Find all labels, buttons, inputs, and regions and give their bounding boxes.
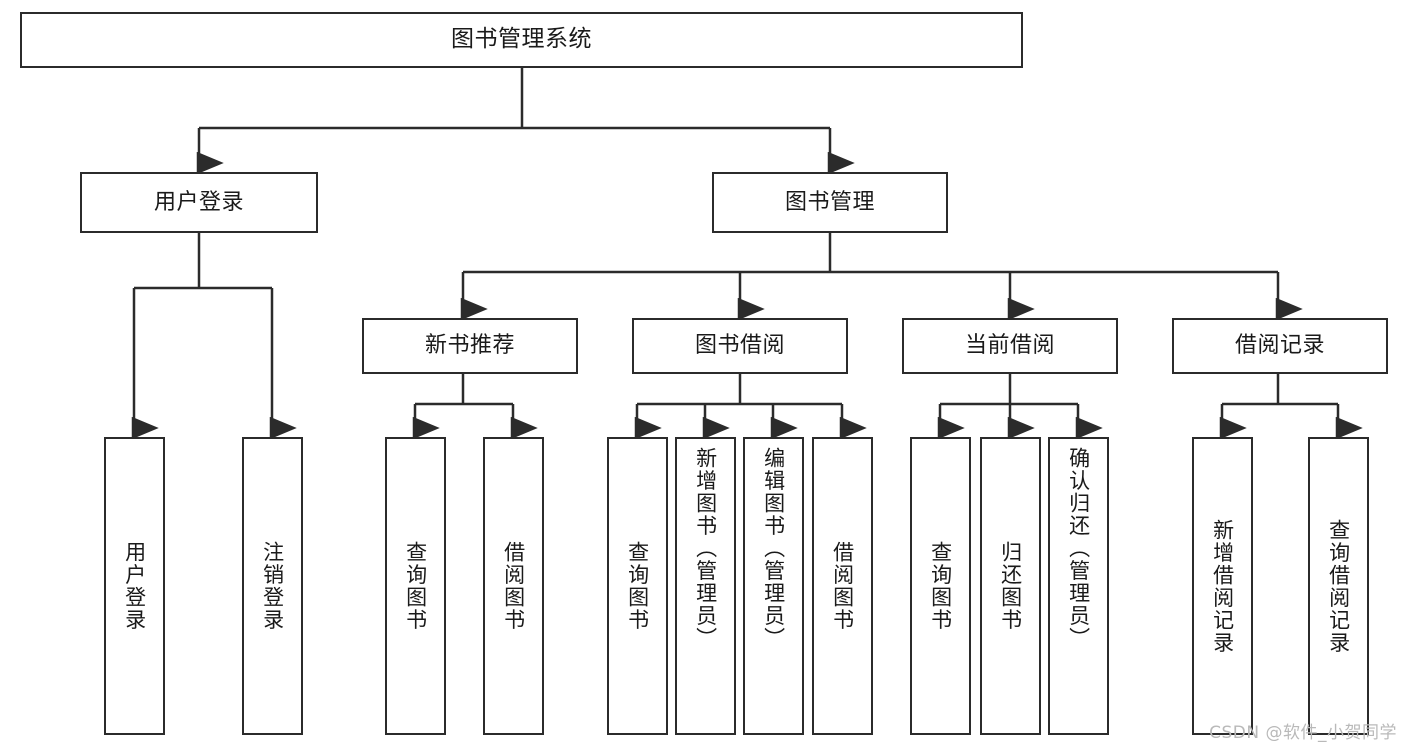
node-book-manage[interactable]: 图书管理 xyxy=(712,172,948,233)
node-book-borrow[interactable]: 图书借阅 xyxy=(632,318,848,374)
node-leaf-edit-book-label: 编辑图书（管理员） xyxy=(761,447,786,650)
node-leaf-query-book-2[interactable]: 查询图书 xyxy=(607,437,668,735)
node-leaf-query-book-2-label: 查询图书 xyxy=(625,541,650,631)
node-leaf-user-login-label: 用户登录 xyxy=(122,541,147,631)
node-book-manage-label: 图书管理 xyxy=(784,189,875,215)
node-root-system[interactable]: 图书管理系统 xyxy=(20,12,1023,68)
node-new-book-recommend[interactable]: 新书推荐 xyxy=(362,318,578,374)
node-leaf-query-book-1-label: 查询图书 xyxy=(403,541,428,631)
node-user-login[interactable]: 用户登录 xyxy=(80,172,318,233)
node-leaf-return-book[interactable]: 归还图书 xyxy=(980,437,1041,735)
node-leaf-add-record-label: 新增借阅记录 xyxy=(1210,518,1235,654)
node-leaf-borrow-book-1[interactable]: 借阅图书 xyxy=(483,437,544,735)
node-leaf-query-record[interactable]: 查询借阅记录 xyxy=(1308,437,1369,735)
node-leaf-edit-book[interactable]: 编辑图书（管理员） xyxy=(743,437,804,735)
node-leaf-add-book[interactable]: 新增图书（管理员） xyxy=(675,437,736,735)
node-leaf-query-record-label: 查询借阅记录 xyxy=(1326,518,1351,654)
node-borrow-record[interactable]: 借阅记录 xyxy=(1172,318,1388,374)
node-leaf-return-book-label: 归还图书 xyxy=(998,541,1023,631)
node-leaf-query-book-1[interactable]: 查询图书 xyxy=(385,437,446,735)
node-leaf-borrow-book-2-label: 借阅图书 xyxy=(830,541,855,631)
node-leaf-borrow-book-2[interactable]: 借阅图书 xyxy=(812,437,873,735)
node-borrow-record-label: 借阅记录 xyxy=(1234,333,1325,359)
node-new-book-recommend-label: 新书推荐 xyxy=(424,333,515,359)
node-leaf-user-logout[interactable]: 注销登录 xyxy=(242,437,303,735)
node-current-borrow[interactable]: 当前借阅 xyxy=(902,318,1118,374)
csdn-watermark: CSDN @软件_小贺同学 xyxy=(1209,723,1397,743)
node-leaf-confirm-return[interactable]: 确认归还（管理员） xyxy=(1048,437,1109,735)
node-current-borrow-label: 当前借阅 xyxy=(964,333,1055,359)
node-leaf-user-login[interactable]: 用户登录 xyxy=(104,437,165,735)
node-leaf-borrow-book-1-label: 借阅图书 xyxy=(501,541,526,631)
node-leaf-query-book-3[interactable]: 查询图书 xyxy=(910,437,971,735)
node-leaf-query-book-3-label: 查询图书 xyxy=(928,541,953,631)
node-leaf-add-book-label: 新增图书（管理员） xyxy=(693,447,718,650)
node-leaf-user-logout-label: 注销登录 xyxy=(260,541,285,631)
node-user-login-label: 用户登录 xyxy=(153,189,244,215)
node-book-borrow-label: 图书借阅 xyxy=(694,333,785,359)
node-leaf-confirm-return-label: 确认归还（管理员） xyxy=(1066,447,1091,650)
node-leaf-add-record[interactable]: 新增借阅记录 xyxy=(1192,437,1253,735)
node-root-system-label: 图书管理系统 xyxy=(451,26,592,53)
